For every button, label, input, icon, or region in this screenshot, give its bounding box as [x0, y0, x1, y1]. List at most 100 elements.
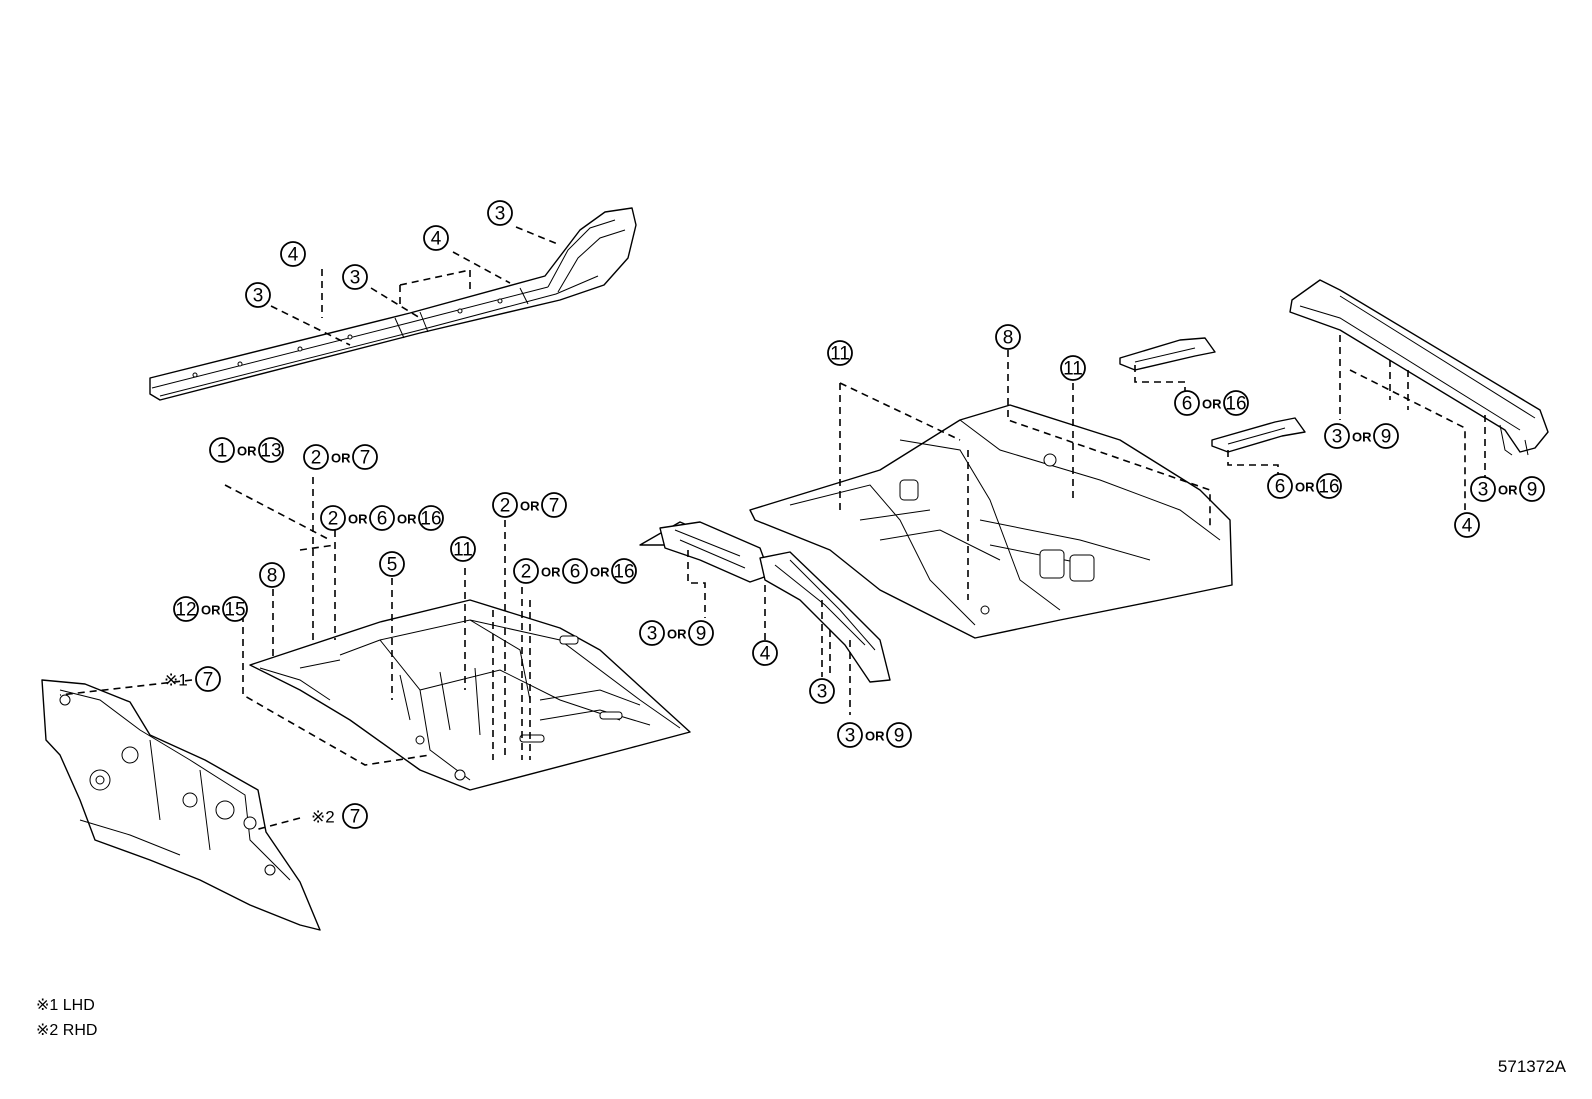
footnote-mark: ※2 — [36, 1022, 59, 1039]
crossmember-bracket-upper-part — [1119, 337, 1216, 371]
callout-number: 6 — [1275, 477, 1286, 498]
callout-circle — [222, 596, 248, 622]
callout-circle — [837, 722, 863, 748]
callout-number: 3 — [350, 268, 361, 289]
callout-circle — [1267, 473, 1293, 499]
part-callout: 3 — [809, 678, 835, 704]
callout-number: 3 — [647, 624, 658, 645]
callout-number: 4 — [1462, 516, 1473, 537]
callout-circle — [352, 444, 378, 470]
part-callout: 5 — [379, 551, 405, 577]
or-label: OR — [201, 603, 221, 618]
callout-circle — [450, 536, 476, 562]
footnote-lhd: ※1 LHD — [36, 995, 95, 1015]
callout-number: 16 — [420, 509, 441, 530]
callout-circle — [342, 803, 368, 829]
callout-number: 3 — [1478, 480, 1489, 501]
callout-number: 12 — [175, 600, 196, 621]
callout-number: 13 — [260, 441, 281, 462]
callout-circle — [513, 558, 539, 584]
callout-number: 1 — [217, 441, 228, 462]
rear-floor-pan-part — [749, 404, 1233, 639]
part-callout: 3 — [487, 200, 513, 226]
callout-circle — [541, 492, 567, 518]
note-mark: ※1 — [164, 671, 188, 690]
floor-side-rail-part — [639, 521, 771, 583]
callout-number: 4 — [288, 245, 299, 266]
callout-circle — [258, 437, 284, 463]
callout-circle — [492, 492, 518, 518]
callout-number: 3 — [253, 286, 264, 307]
callout-circle — [688, 620, 714, 646]
part-callout: 3 — [342, 264, 368, 290]
callout-number: 9 — [894, 726, 905, 747]
callout-number: 5 — [387, 555, 398, 576]
callout-number: 11 — [453, 540, 473, 561]
callout-number: 2 — [521, 562, 532, 583]
callout-number: 7 — [203, 670, 214, 691]
callout-circle — [487, 200, 513, 226]
callout-number: 6 — [570, 562, 581, 583]
callout-number: 3 — [495, 204, 506, 225]
callout-number: 6 — [1182, 394, 1193, 415]
footnote-rhd: ※2 RHD — [36, 1020, 97, 1040]
callout-circle — [1316, 473, 1342, 499]
crossmember-bracket-lower-part — [1211, 417, 1306, 453]
callout-number: 3 — [845, 726, 856, 747]
callout-circle — [1324, 423, 1350, 449]
part-callout: 8 — [259, 562, 285, 588]
or-label: OR — [237, 444, 257, 459]
callout-number: 9 — [1527, 480, 1538, 501]
callout-number: 9 — [1381, 427, 1392, 448]
callout-circle — [886, 722, 912, 748]
front-floor-pan-part — [249, 599, 691, 791]
callout-circle — [280, 241, 306, 267]
or-label: OR — [520, 499, 540, 514]
or-label: OR — [1202, 397, 1222, 412]
callout-number: 16 — [613, 562, 634, 583]
footnote-text: LHD — [62, 997, 95, 1014]
or-label: OR — [397, 512, 417, 527]
diagram-reference-code: 571372A — [1497, 1057, 1566, 1076]
callout-circle — [245, 282, 271, 308]
callout-number: 2 — [500, 496, 511, 517]
part-callout: 4 — [1454, 512, 1480, 538]
callout-circle — [195, 666, 221, 692]
callout-number: 9 — [696, 624, 707, 645]
callout-circle — [303, 444, 329, 470]
callout-circle — [1519, 476, 1545, 502]
part-callout: ※2 7 — [311, 803, 368, 829]
footnote-text: RHD — [62, 1022, 98, 1039]
part-callout: 11 — [827, 340, 853, 366]
callout-number: 2 — [328, 509, 339, 530]
callout-number: 6 — [377, 509, 388, 530]
part-callout: 4 — [280, 241, 306, 267]
callout-circle — [752, 640, 778, 666]
callout-number: 7 — [350, 807, 361, 828]
or-label: OR — [590, 565, 610, 580]
callout-circle — [418, 505, 444, 531]
callout-circle — [342, 264, 368, 290]
part-callout: 4 — [752, 640, 778, 666]
part-callout: 11 — [450, 536, 476, 562]
callout-number: 16 — [1318, 477, 1339, 498]
floor-center-rail-part — [759, 551, 891, 683]
or-label: OR — [541, 565, 561, 580]
callout-circle — [320, 505, 346, 531]
callout-circle — [259, 562, 285, 588]
callout-circle — [1470, 476, 1496, 502]
note-mark: ※2 — [311, 808, 335, 827]
leader-lines — [59, 226, 1486, 831]
or-label: OR — [1295, 480, 1315, 495]
callout-circle — [379, 551, 405, 577]
